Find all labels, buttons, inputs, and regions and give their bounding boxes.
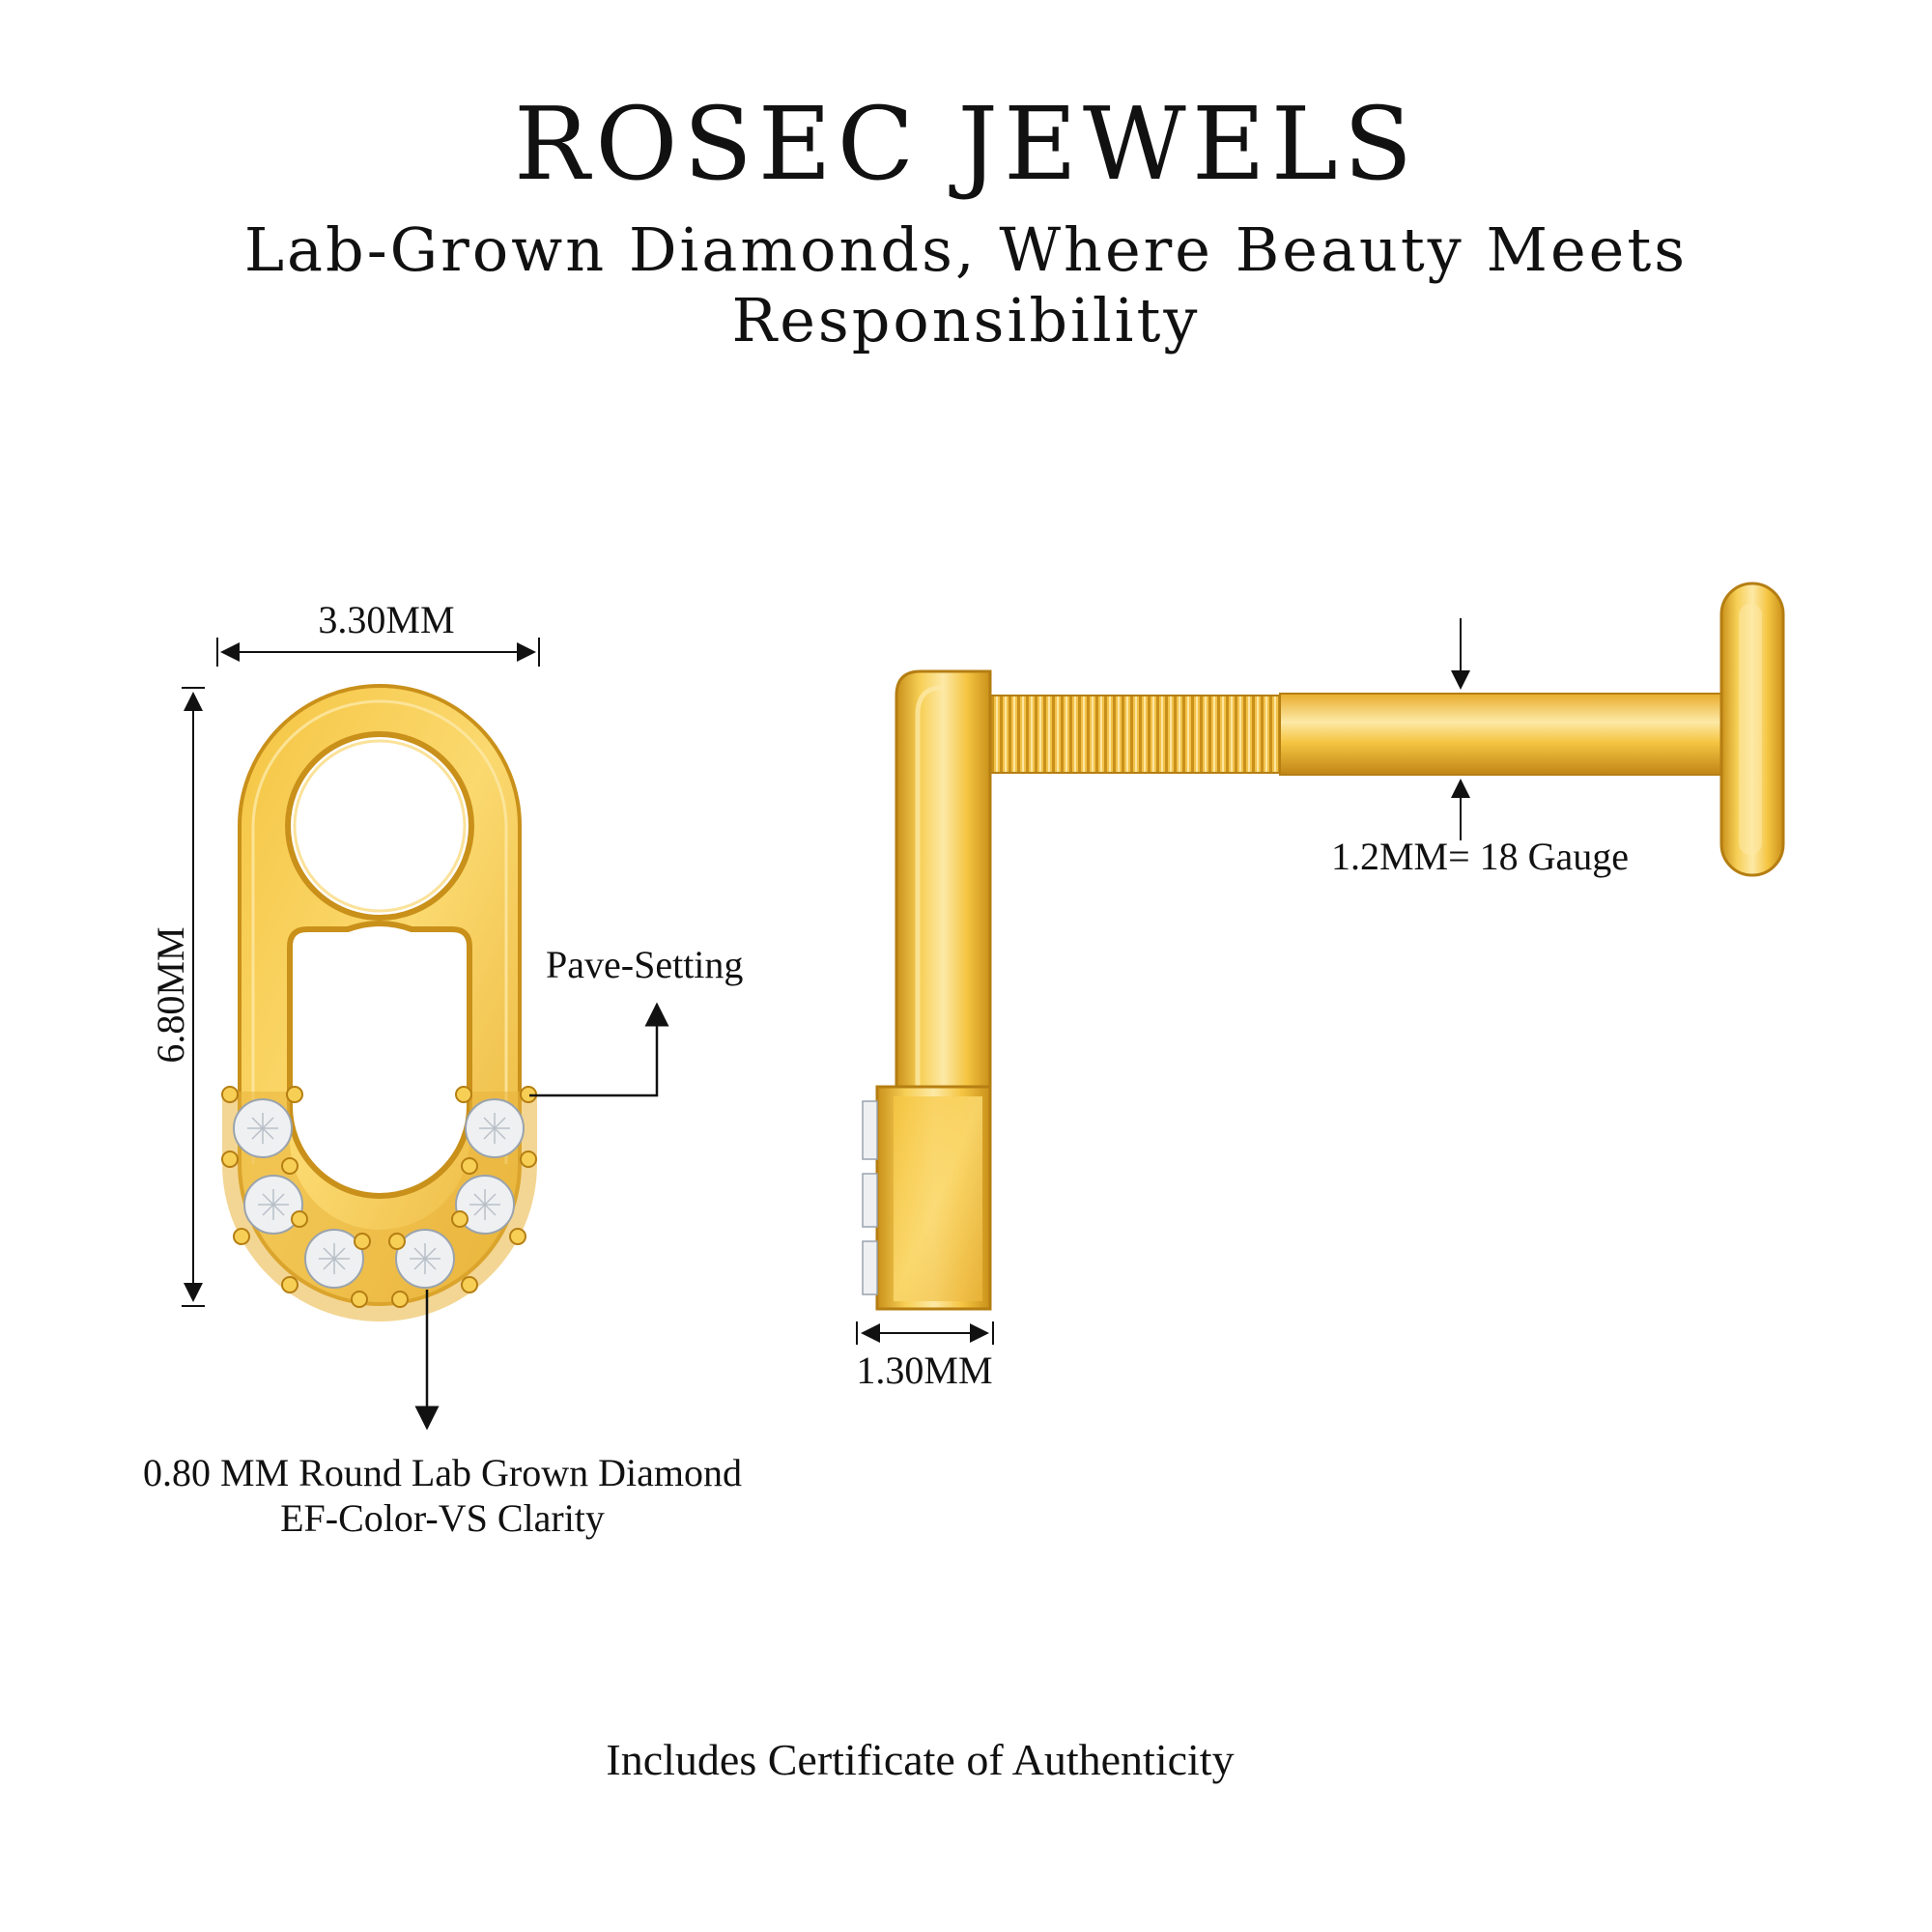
pin-slot: [287, 921, 472, 1199]
diamond-label-line2: EF-Color-VS Clarity: [280, 1496, 605, 1540]
thickness-label: 1.30MM: [856, 1349, 992, 1392]
tagline: Lab-Grown Diamonds, Where Beauty Meets R…: [243, 214, 1689, 355]
side-diamonds: [862, 1100, 878, 1295]
prongs: [221, 1086, 537, 1308]
height-label: 6.80MM: [149, 926, 192, 1063]
height-dimension: 6.80MM: [149, 687, 205, 1307]
gauge-dimension: 1.2MM= 18 Gauge: [1331, 618, 1629, 878]
thickness-dimension: 1.30MM: [856, 1321, 994, 1392]
front-view: [221, 684, 537, 1321]
width-dimension: 3.30MM: [216, 598, 540, 667]
side-view: [862, 582, 1785, 1311]
diamond-callout: 0.80 MM Round Lab Grown Diamond EF-Color…: [143, 1290, 742, 1540]
pin-loop-hole: [285, 731, 474, 921]
brand-title: ROSEC JEWELS: [513, 85, 1419, 203]
width-label: 3.30MM: [318, 598, 454, 641]
pave-setting-label: Pave-Setting: [546, 943, 743, 986]
pave-band: [222, 1092, 537, 1321]
pave-setting-callout: Pave-Setting: [529, 943, 743, 1097]
gauge-label: 1.2MM= 18 Gauge: [1331, 835, 1629, 878]
diamond-label-line1: 0.80 MM Round Lab Grown Diamond: [143, 1451, 742, 1494]
certificate-note: Includes Certificate of Authenticity: [606, 1735, 1235, 1784]
post-bar: [1279, 693, 1735, 776]
threaded-post: [989, 695, 1281, 774]
